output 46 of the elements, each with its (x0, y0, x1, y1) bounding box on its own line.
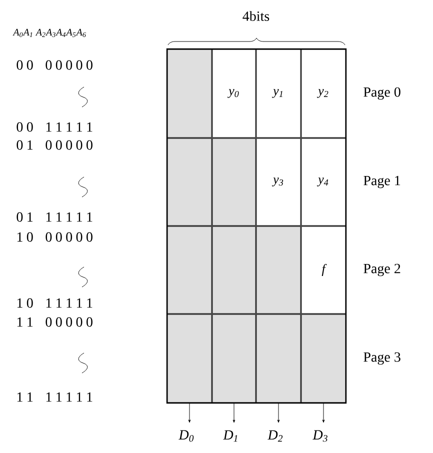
page-label: Page 1 (364, 176, 400, 188)
address-label: 0 0 0 0 0 (46, 60, 92, 70)
address-label: 0 0 0 0 0 (46, 317, 92, 327)
address-label: 1 1 (17, 392, 33, 402)
address-label: 1 0 (17, 298, 33, 308)
arrow (322, 402, 325, 423)
address-label: 1 1 (17, 317, 33, 327)
memory-cell (212, 314, 256, 403)
memory-cell (212, 226, 256, 314)
page-label: Page 2 (364, 264, 400, 276)
arrow (277, 402, 280, 423)
memory-cell: f (301, 226, 346, 314)
memory-cell (167, 226, 212, 314)
memory-cell (167, 49, 212, 138)
page-label: Page 0 (364, 87, 400, 100)
arrow (232, 402, 236, 423)
memory-cell (301, 314, 346, 403)
arrow (188, 402, 191, 423)
address-label: 1 1 1 1 1 (46, 122, 92, 132)
address-label: 1 0 (17, 232, 33, 242)
output-label: D$_{0}$ (178, 430, 194, 442)
memory-cell (256, 314, 301, 403)
memory-cell: y$_{2}$ (301, 49, 346, 138)
memory-cell (167, 314, 212, 403)
address-label: 0 0 0 0 0 (46, 140, 92, 150)
address-label: 0 1 (16, 212, 33, 222)
memory-cell: y$_{1}$ (256, 49, 301, 138)
memory-cell (212, 138, 256, 226)
header: A$_{0}$A$_{1}$ A$_{2}$A$_{3}$A$_{4}$A$_{5}$A$_{6}$ (12, 28, 86, 38)
address-label: 0 0 (16, 122, 33, 132)
address-label: 1 1 1 1 1 (46, 298, 92, 308)
bits-label: 4bits (242, 11, 270, 21)
memory-cell: y$_{3}$ (256, 138, 301, 226)
address-label: 1 1 1 1 1 (46, 212, 92, 222)
memory-cell (167, 138, 212, 226)
address-label: 0 0 0 0 0 (46, 232, 92, 242)
address-label: 1 1 1 1 1 (46, 392, 92, 402)
memory-cell (256, 226, 301, 314)
memory-cell: y$_{4}$ (301, 138, 346, 226)
memory-cell: y$_{0}$ (212, 49, 256, 138)
output-label: D$_{2}$ (268, 430, 283, 442)
address-label: 0 0 (16, 60, 33, 70)
address-label: 0 1 (16, 140, 33, 150)
output-label: D$_{3}$ (312, 430, 328, 442)
page-label: Page 3 (364, 352, 400, 365)
output-label: D$_{1}$ (223, 430, 238, 442)
